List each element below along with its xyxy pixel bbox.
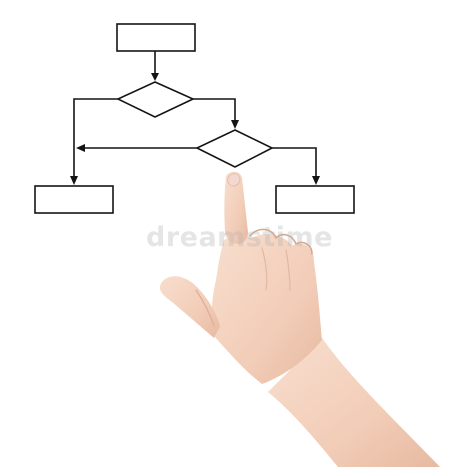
thumb-crease — [195, 289, 215, 327]
thumb — [159, 276, 220, 338]
decision-diamond-1 — [116, 81, 195, 118]
connector-decision-2-to-left-result — [76, 144, 197, 152]
index-finger — [224, 171, 248, 244]
pointing-hand-icon — [159, 171, 440, 467]
left-result-box — [34, 185, 114, 214]
curled-fingers — [249, 228, 313, 255]
connector-decision-2-to-right-result — [272, 147, 320, 185]
forearm — [268, 338, 440, 467]
fingernail — [227, 173, 241, 187]
hand-palm — [211, 234, 322, 384]
connector-decision-1-to-left-result — [70, 98, 118, 185]
knuckle-crease — [261, 247, 291, 291]
connector-start-to-decision-1 — [151, 51, 159, 81]
decision-diamond-2 — [195, 129, 274, 168]
right-result-box — [275, 185, 355, 214]
start-box — [116, 23, 196, 52]
connector-decision-1-to-decision-2 — [193, 98, 239, 129]
